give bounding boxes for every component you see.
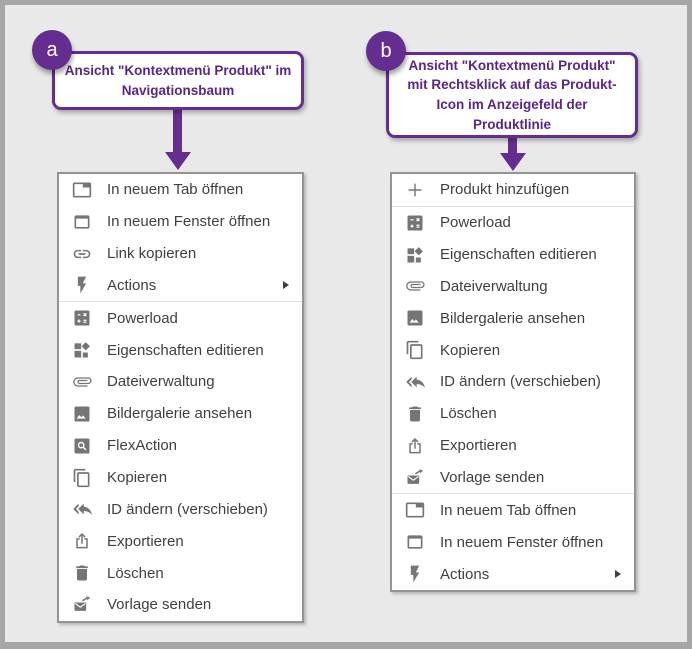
callout-a-arrow [173,109,182,152]
copy-icon [72,468,92,488]
menu-item-label: Exportieren [440,437,517,455]
menu-item-flexaction[interactable]: FlexAction [59,430,302,462]
menu-item-actions[interactable]: Actions [392,558,634,590]
menu-item-label: ID ändern (verschieben) [107,500,268,518]
submenu-arrow-icon [283,281,289,290]
menu-item-label: Actions [440,565,490,583]
paperclip-icon [72,372,92,392]
send-mail-icon [405,468,425,488]
callout-a-badge: a [32,30,72,70]
reply-all-icon [72,499,92,519]
menu-item-label: FlexAction [107,437,178,455]
menu-item-eigenschaften-editieren[interactable]: Eigenschaften editieren [59,334,302,366]
menu-item-label: In neuem Fenster öffnen [440,533,604,551]
menu-item-label: Produkt hinzufügen [440,181,570,199]
menu-item-powerload[interactable]: Powerload [392,207,634,239]
menu-separator [392,493,634,495]
callout-a-arrowhead-icon [164,152,191,170]
menu-item-label: Kopieren [107,469,168,487]
menu-item-in-neuem-fenster-oeffnen[interactable]: In neuem Fenster öffnen [59,206,302,238]
menu-item-powerload[interactable]: Powerload [59,302,302,334]
menu-item-label: Kopieren [440,341,501,359]
callout-a-box: Ansicht "Kontextmenü Produkt" im Navigat… [52,51,304,110]
menu-item-label: Dateiverwaltung [107,373,215,391]
image-icon [72,404,92,424]
menu-item-dateiverwaltung[interactable]: Dateiverwaltung [392,271,634,303]
menu-item-vorlage-senden[interactable]: Vorlage senden [392,462,634,494]
send-mail-icon [72,595,92,615]
trash-icon [72,563,92,583]
menu-item-label: Bildergalerie ansehen [107,405,253,423]
menu-item-in-neuem-tab-oeffnen[interactable]: In neuem Tab öffnen [392,494,634,526]
menu-item-label: In neuem Tab öffnen [107,181,244,199]
menu-item-in-neuem-tab-oeffnen[interactable]: In neuem Tab öffnen [59,174,302,206]
menu-item-produkt-hinzufuegen[interactable]: Produkt hinzufügen [392,174,634,206]
window-icon [405,532,425,552]
properties-icon [72,340,92,360]
menu-item-label: Dateiverwaltung [440,277,548,295]
lightning-bolt-icon [72,275,92,295]
menu-item-loeschen[interactable]: Löschen [59,557,302,589]
menu-item-vorlage-senden[interactable]: Vorlage senden [59,589,302,621]
menu-item-label: Löschen [440,405,497,423]
copy-icon [405,340,425,360]
menu-item-bildergalerie-ansehen[interactable]: Bildergalerie ansehen [59,398,302,430]
properties-icon [405,245,425,265]
link-icon [72,244,92,264]
reply-all-icon [405,372,425,392]
menu-item-link-kopieren[interactable]: Link kopieren [59,238,302,270]
menu-item-loeschen[interactable]: Löschen [392,398,634,430]
menu-item-label: Vorlage senden [107,596,212,614]
submenu-arrow-icon [615,570,621,579]
image-icon [405,308,425,328]
menu-item-id-aendern-verschieben[interactable]: ID ändern (verschieben) [392,366,634,398]
menu-item-label: Actions [107,276,157,294]
tab-icon [405,500,425,520]
menu-item-exportieren[interactable]: Exportieren [59,525,302,557]
menu-item-label: Eigenschaften editieren [440,246,597,264]
menu-item-in-neuem-fenster-oeffnen[interactable]: In neuem Fenster öffnen [392,526,634,558]
menu-item-label: Powerload [107,309,178,327]
menu-item-label: Link kopieren [107,245,197,263]
menu-separator [392,205,634,207]
menu-item-label: Bildergalerie ansehen [440,309,586,327]
menu-item-actions[interactable]: Actions [59,270,302,302]
export-icon [405,436,425,456]
paperclip-icon [405,276,425,296]
menu-item-label: Eigenschaften editieren [107,341,264,359]
menu-item-label: Vorlage senden [440,469,545,487]
menu-item-eigenschaften-editieren[interactable]: Eigenschaften editieren [392,239,634,271]
trash-icon [405,404,425,424]
tab-icon [72,180,92,200]
menu-item-label: In neuem Tab öffnen [440,501,577,519]
window-icon [72,212,92,232]
menu-item-kopieren[interactable]: Kopieren [392,334,634,366]
callout-b-arrow [508,137,517,153]
menu-item-label: In neuem Fenster öffnen [107,213,271,231]
plus-icon [405,180,425,200]
callout-b-box: Ansicht "Kontextmenü Produkt" mit Rechts… [386,52,638,138]
menu-item-kopieren[interactable]: Kopieren [59,462,302,494]
export-icon [72,531,92,551]
menu-item-exportieren[interactable]: Exportieren [392,430,634,462]
menu-item-label: Powerload [440,214,511,232]
menu-separator [59,301,302,303]
calculator-icon [72,308,92,328]
lightning-bolt-icon [405,564,425,584]
menu-item-label: Exportieren [107,532,184,550]
menu-item-label: Löschen [107,564,164,582]
calculator-icon [405,213,425,233]
menu-item-label: ID ändern (verschieben) [440,373,601,391]
context-menu-a: In neuem Tab öffnen In neuem Fenster öffn… [57,172,304,623]
callout-b-arrowhead-icon [499,153,526,171]
menu-item-id-aendern-verschieben[interactable]: ID ändern (verschieben) [59,493,302,525]
menu-item-dateiverwaltung[interactable]: Dateiverwaltung [59,366,302,398]
callout-b-badge: b [366,31,406,71]
search-box-icon [72,436,92,456]
menu-item-bildergalerie-ansehen[interactable]: Bildergalerie ansehen [392,302,634,334]
